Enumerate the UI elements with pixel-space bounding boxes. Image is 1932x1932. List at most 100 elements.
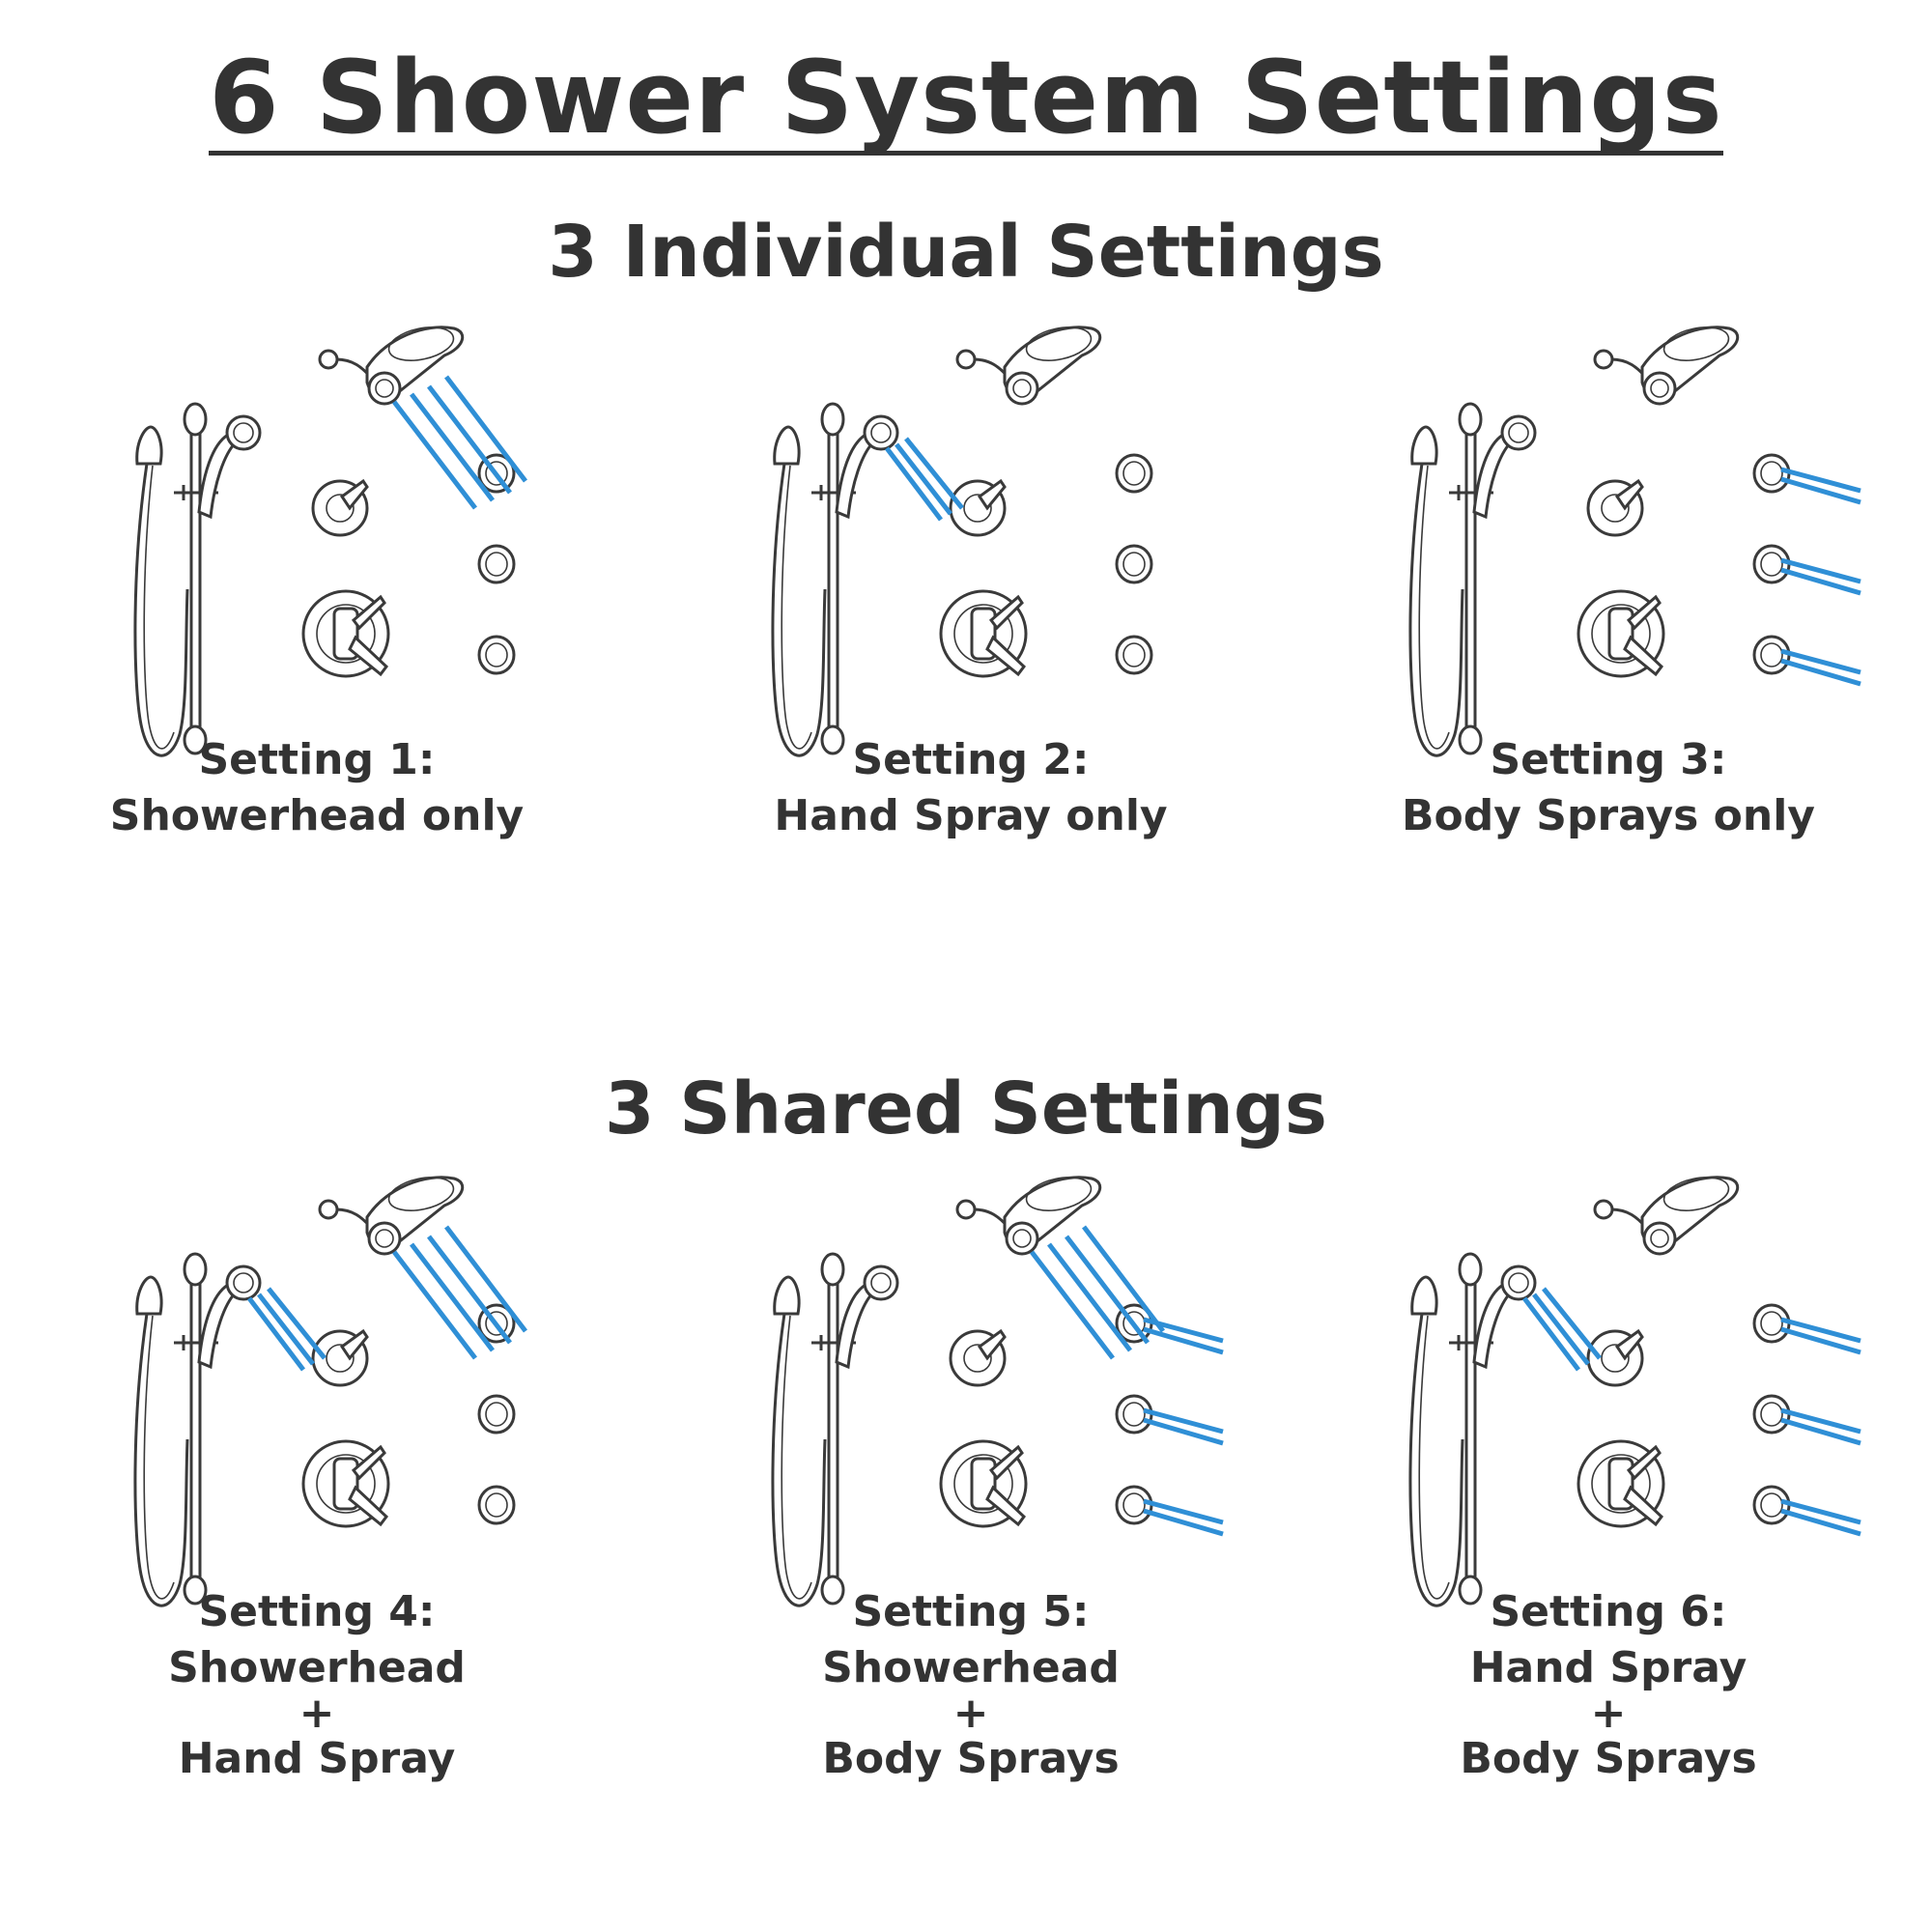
setting-2-number: Setting 2: [852,735,1090,784]
setting-4-line-1: Showerhead [168,1643,466,1692]
body-spray-3-water-stream-a [1780,1498,1861,1525]
shower-arm-flange-icon [318,349,339,370]
hose-inner-icon [143,465,175,750]
setting-3-caption: Setting 3: Body Sprays only [1338,732,1879,844]
rain-showerhead-face-icon [387,327,455,361]
secondary-showerhead-face-icon [1650,379,1669,398]
shower-arm-flange-icon [955,1199,977,1220]
shared-settings-heading: 3 Shared Settings [605,1067,1327,1151]
setting-3-line-1: Body Sprays only [1402,791,1815,840]
slide-bar-icon [1464,1273,1477,1586]
rain-showerhead-face-icon [1662,327,1730,361]
body-spray-2-face-icon [1760,1402,1783,1427]
showerhead-water-stream-1 [392,1250,477,1360]
slide-bar-top-bracket-icon [820,402,845,437]
slide-bar-icon [827,1273,839,1586]
diverter-lever-icon [977,478,1007,511]
slide-bar-top-bracket-icon [183,402,208,437]
body-spray-3-water-stream-a [1780,648,1861,675]
setting-5-number: Setting 5: [852,1587,1090,1636]
rain-showerhead-face-icon [1662,1177,1730,1211]
hose-icon [133,1313,189,1607]
hand-shower-head-icon [863,1264,899,1301]
secondary-showerhead-icon [1005,1221,1039,1256]
body-spray-1-face-icon [485,461,508,486]
shower-arm-flange-icon [955,349,977,370]
thermostatic-ring-icon [316,604,376,664]
hand-spray-water-stream-1 [1522,1296,1580,1372]
slide-bar-top-bracket-icon [1458,1252,1483,1287]
body-spray-2-icon [477,1394,516,1435]
hand-spray-water-stream-2 [1532,1293,1590,1366]
body-spray-3-face-icon [1760,1492,1783,1518]
hand-shower-handle-icon [1472,1283,1514,1370]
body-spray-3-water-stream-b [1780,658,1861,687]
body-spray-1-face-icon [1122,461,1146,486]
hand-shower-face-icon [233,422,254,443]
hand-spray-water-stream-3 [904,437,964,510]
setting-1-line-1: Showerhead only [109,791,525,840]
showerhead-water-stream-2 [1047,1242,1132,1352]
secondary-showerhead-icon [1005,371,1039,406]
hose-icon [133,463,189,757]
hand-shower-face-icon [1508,1272,1529,1293]
slide-bar-icon [189,1273,202,1586]
showerhead-water-stream-1 [1030,1250,1115,1360]
water-supply-elbow-icon [1410,1275,1438,1316]
slide-bar-icon [1464,423,1477,736]
body-spray-1-face-icon [1760,1311,1783,1336]
body-spray-1-icon [1115,453,1153,494]
hose-inner-icon [781,1315,812,1600]
setting-2-line-1: Hand Spray only [774,791,1168,840]
body-spray-3-face-icon [1122,642,1146,668]
body-spray-1-icon [1752,453,1791,494]
body-spray-3-icon [1752,635,1791,675]
temperature-lever-icon [1626,594,1662,631]
showerhead-water-stream-4 [444,1225,527,1333]
body-spray-2-face-icon [1760,552,1783,577]
body-spray-2-icon [1115,1394,1153,1435]
body-spray-3-face-icon [1760,642,1783,668]
secondary-showerhead-icon [367,1221,402,1256]
hand-spray-water-stream-3 [267,1287,327,1360]
thermostatic-ring-icon [953,1454,1013,1514]
temperature-lever-icon [351,594,386,631]
hand-shower-face-icon [1508,422,1529,443]
hand-spray-water-stream-2 [257,1293,315,1366]
hand-spray-water-stream-1 [885,446,943,522]
water-supply-elbow-icon [773,1275,801,1316]
shower-arm-flange-icon [318,1199,339,1220]
diverter-lever-icon [1614,1328,1644,1361]
showerhead-water-stream-3 [427,1235,512,1345]
setting-4-panel [133,1176,527,1607]
setting-3-number: Setting 3: [1490,735,1727,784]
slide-bar-top-bracket-icon [183,1252,208,1287]
body-spray-2-face-icon [485,1402,508,1427]
body-spray-3-icon [477,635,516,675]
setting-2-caption: Setting 2: Hand Spray only [700,732,1241,844]
hose-inner-icon [143,1315,175,1600]
showerhead-water-stream-4 [1082,1225,1165,1333]
setting-5-line-2: + [952,1689,989,1738]
temperature-lever-icon [988,1444,1024,1481]
setting-6-number: Setting 6: [1490,1587,1727,1636]
hand-shower-handle-icon [1472,433,1514,520]
body-spray-2-face-icon [1122,552,1146,577]
body-spray-1-water-stream-b [1143,1326,1224,1355]
showerhead-water-stream-1 [392,400,477,510]
setting-6-line-2: + [1590,1689,1627,1738]
setting-1-number: Setting 1: [198,735,436,784]
thermostatic-lever-icon [1623,1485,1664,1527]
diverter-center-icon [326,1344,355,1373]
secondary-showerhead-icon [1642,371,1677,406]
thermostatic-lever-icon [348,1485,389,1527]
hose-inner-icon [1418,465,1450,750]
body-spray-2-icon [1115,544,1153,584]
hand-shower-handle-icon [835,433,876,520]
page-title: 6 Shower System Settings [0,39,1932,156]
body-spray-1-water-stream-b [1780,1326,1861,1355]
slide-bar-bottom-bracket-icon [1458,724,1483,755]
thermostatic-lever-icon [348,635,389,677]
